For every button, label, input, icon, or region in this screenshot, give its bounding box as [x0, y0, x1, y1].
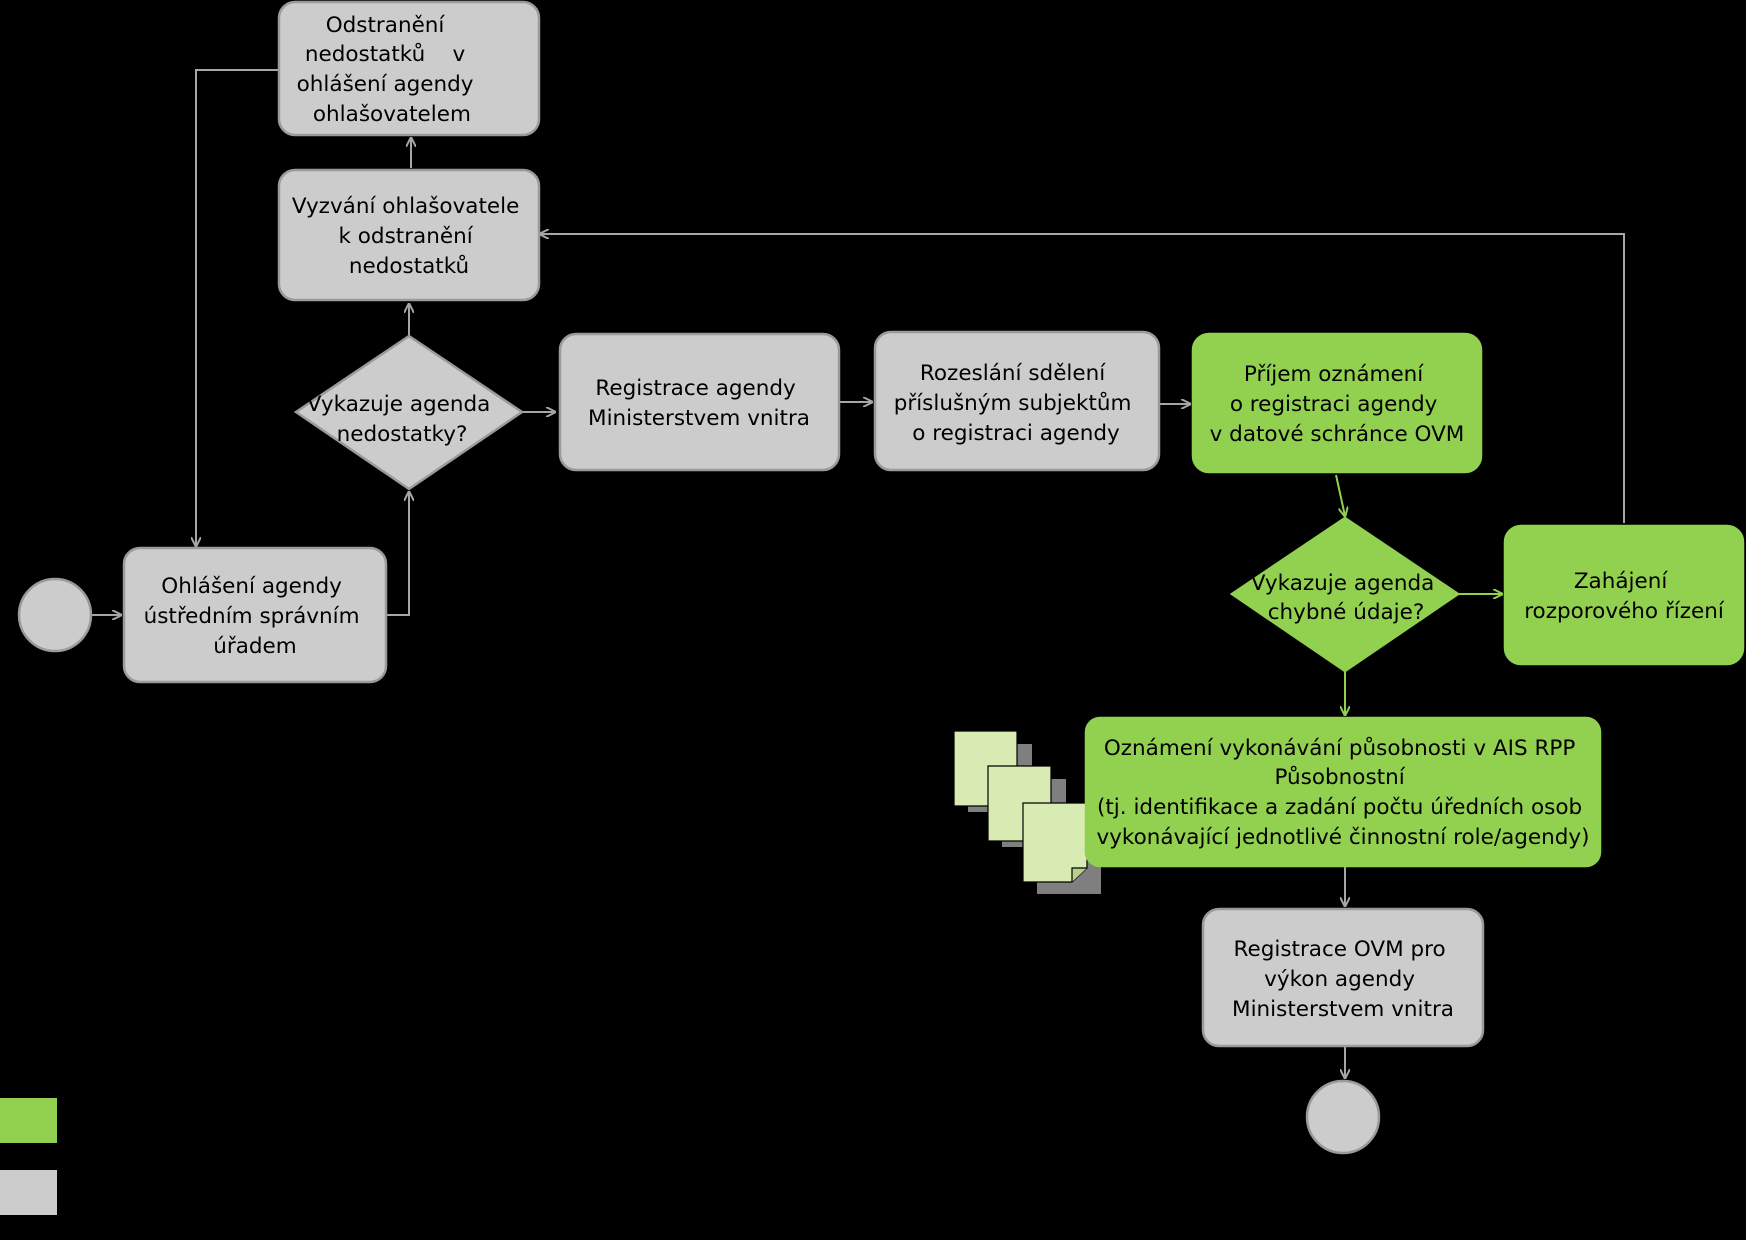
start-event: [17, 577, 93, 653]
node-vyzvani-line-2: k odstranění: [338, 224, 473, 249]
end-event: [1305, 1079, 1381, 1155]
decision-chybne-udaje: Vykazuje agenda chybné údaje?: [1229, 516, 1461, 673]
node-vyzvani-line-3: nedostatků: [349, 254, 469, 279]
svg-text:Registrace agendy Minist: Registrace agendy Ministerstvem vnitra: [588, 376, 810, 431]
node-zahajeni-line-2: rozporového řízení: [1524, 599, 1725, 624]
document-stack-icon: [953, 730, 1101, 894]
node-rozeslani: Rozeslání sdělení příslušným subjektům o…: [873, 330, 1161, 472]
node-odstraneni: Odstranění nedostatků v ohlášení agendy …: [0, 0, 541, 137]
node-registrace-ovm-line-3: Ministerstvem vnitra: [1232, 997, 1454, 1022]
link-prijem-decision2: [1335, 474, 1345, 516]
legend: [0, 1098, 57, 1215]
link-zahajeni-vyzvani: [540, 234, 1625, 523]
node-odstraneni-line-2: nedostatků v: [305, 42, 466, 67]
node-vyzvani-line-1: Vyzvání ohlašovatele: [292, 194, 520, 219]
legend-grey-swatch: [0, 1170, 57, 1215]
decision-chybne-udaje-line-2: chybné údaje?: [1268, 600, 1425, 625]
svg-text:Oznámení vykonávání působnosti: Oznámení vykonávání působnosti v AIS RPP…: [1096, 736, 1589, 850]
node-zahajeni: Zahájení rozporového řízení: [1503, 524, 1745, 666]
node-zahajeni-line-1: Zahájení: [1574, 569, 1669, 594]
svg-text:Zahájení rozporového říz: Zahájení rozporového řízení: [1524, 569, 1725, 624]
node-prijem-line-2: o registraci agendy: [1230, 392, 1438, 417]
decision-chybne-udaje-line-1: Vykazuje agenda: [1251, 571, 1435, 596]
node-prijem: Příjem oznámení o registraci agendy v da…: [1191, 332, 1483, 474]
node-rozeslani-line-3: o registraci agendy: [912, 421, 1120, 446]
svg-text:Vykazuje agenda nedostat: Vykazuje agenda nedostatky?: [307, 392, 497, 447]
svg-text:Rozeslání sdělení příslu: Rozeslání sdělení příslušným subjektům o…: [894, 361, 1139, 446]
node-odstraneni-line-3: ohlášení agendy: [297, 72, 474, 97]
node-prijem-line-1: Příjem oznámení: [1244, 362, 1424, 387]
node-registrace: Registrace agendy Ministerstvem vnitra: [558, 332, 841, 472]
node-oznameni-line-1: Oznámení vykonávání působnosti v AIS RPP: [1104, 736, 1576, 761]
connectors: [92, 69, 1625, 1078]
node-oznameni: Oznámení vykonávání působnosti v AIS RPP…: [1084, 716, 1602, 868]
node-odstraneni-line-1: Odstranění: [326, 13, 446, 38]
node-registrace-line-1: Registrace agendy: [595, 376, 796, 401]
link-odstraneni-ohlaseni: [196, 69, 279, 546]
svg-text:Ohlášení agendy ústřední: Ohlášení agendy ústředním správním úřade…: [144, 574, 367, 659]
node-registrace-ovm: Registrace OVM pro výkon agendy Minister…: [1201, 907, 1485, 1048]
node-registrace-ovm-line-2: výkon agendy: [1264, 967, 1415, 992]
svg-text:Vykazuje agenda chybné ú: Vykazuje agenda chybné údaje?: [1251, 571, 1441, 625]
svg-text:Registrace OVM pro výkon: Registrace OVM pro výkon agendy Minister…: [1232, 937, 1454, 1022]
svg-text:Vyzvání ohlašovatele k o: Vyzvání ohlašovatele k odstranění nedost…: [292, 194, 526, 279]
node-rozeslani-line-1: Rozeslání sdělení: [920, 361, 1106, 386]
decision-nedostatky-line-1: Vykazuje agenda: [307, 392, 491, 417]
node-registrace-ovm-line-1: Registrace OVM pro: [1234, 937, 1446, 962]
node-ohlaseni-line-1: Ohlášení agendy: [161, 574, 342, 599]
node-odstraneni-line-4: ohlašovatelem: [313, 102, 471, 127]
svg-text:Odstranění nedostatků: Odstranění nedostatků v ohlášení agendy …: [0, 0, 521, 127]
node-prijem-line-3: v datové schránce OVM: [1210, 422, 1465, 447]
node-oznameni-line-4: vykonávající jednotlivé činnostní role/a…: [1096, 825, 1589, 850]
decision-nedostatky: Vykazuje agenda nedostatky?: [293, 334, 525, 491]
node-ohlaseni: Ohlášení agendy ústředním správním úřade…: [122, 546, 388, 684]
decision-nedostatky-line-2: nedostatky?: [337, 422, 468, 447]
link-ohlaseni-decision1: [386, 492, 409, 616]
node-ohlaseni-line-3: úřadem: [213, 634, 296, 659]
node-registrace-line-2: Ministerstvem vnitra: [588, 406, 810, 431]
legend-green-swatch: [0, 1098, 57, 1143]
node-ohlaseni-line-2: ústředním správním: [144, 604, 360, 629]
node-rozeslani-line-2: příslušným subjektům: [894, 391, 1132, 416]
node-oznameni-line-3: (tj. identifikace a zadání počtu úředníc…: [1097, 795, 1582, 820]
node-vyzvani: Vyzvání ohlašovatele k odstranění nedost…: [277, 168, 541, 302]
node-oznameni-line-2: Působnostní: [1274, 765, 1405, 790]
svg-text:Příjem oznámení o regist: Příjem oznámení o registraci agendy v da…: [1210, 362, 1465, 447]
